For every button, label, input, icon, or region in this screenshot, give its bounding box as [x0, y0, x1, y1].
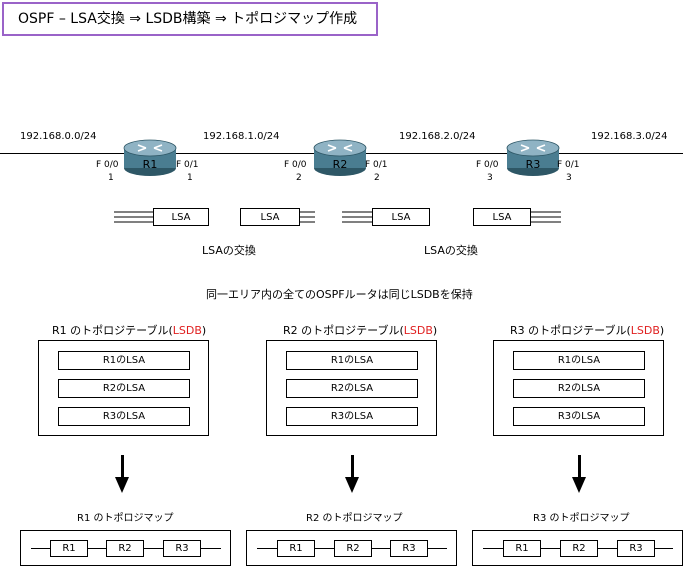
r3-left-port: F 0/0 [476, 160, 499, 170]
down-arrow-head-r3 [572, 477, 586, 493]
lsdb-entry: R1のLSA [513, 351, 645, 370]
network-label-1: 192.168.1.0/24 [203, 131, 280, 142]
lsa-packet-3: LSA [372, 208, 430, 226]
topology-table-r2: R1のLSA R2のLSA R3のLSA [266, 340, 437, 436]
r2-left-port: F 0/0 [284, 160, 307, 170]
lsa-exchange-caption-2: LSAの交換 [424, 244, 478, 257]
map-title-r2: R2 のトポロジマップ [306, 513, 403, 524]
lsa-exchange-lines-left [114, 211, 315, 223]
r3-right-port: F 0/1 [557, 160, 580, 170]
map-title-r1: R1 のトポロジマップ [77, 513, 174, 524]
down-arrow-icon-r2 [351, 455, 354, 477]
map-node-r1: R1 [50, 540, 88, 557]
router-label-r2: R2 [332, 158, 348, 171]
map-node-r2: R2 [560, 540, 598, 557]
map-node-r2: R2 [106, 540, 144, 557]
lsa-packet-4: LSA [473, 208, 531, 226]
lsdb-entry: R2のLSA [286, 379, 418, 398]
router-icon-r3 [506, 139, 560, 176]
network-label-2: 192.168.2.0/24 [399, 131, 476, 142]
lsa-exchange-caption-1: LSAの交換 [202, 244, 256, 257]
map-node-r3: R3 [390, 540, 428, 557]
lsa-packet-1: LSA [153, 208, 209, 226]
down-arrow-icon-r1 [121, 455, 124, 477]
r3-left-host: 3 [487, 173, 493, 183]
router-label-r1: R1 [142, 158, 158, 171]
r1-left-host: 1 [108, 173, 114, 183]
map-node-r2: R2 [334, 540, 372, 557]
map-title-r3: R3 のトポロジマップ [533, 513, 630, 524]
lsa-exchange-lines-right [342, 211, 561, 223]
router-icon-r2 [313, 139, 367, 176]
down-arrow-head-r1 [115, 477, 129, 493]
topology-map-r2: R1 R2 R3 [246, 530, 457, 566]
router-icon-r1 [123, 139, 177, 176]
r2-left-host: 2 [296, 173, 302, 183]
table-title-r2: R2 のトポロジテーブル(LSDB) [283, 324, 438, 337]
map-node-r3: R3 [617, 540, 655, 557]
map-node-r1: R1 [503, 540, 541, 557]
router-label-r3: R3 [525, 158, 541, 171]
diagram-title: OSPF – LSA交換 ⇒ LSDB構築 ⇒ トポロジマップ作成 [2, 2, 378, 36]
topology-table-r1: R1のLSA R2のLSA R3のLSA [38, 340, 209, 436]
r1-left-port: F 0/0 [96, 160, 119, 170]
down-arrow-head-r2 [345, 477, 359, 493]
network-label-3: 192.168.3.0/24 [591, 131, 668, 142]
lsa-packet-2: LSA [240, 208, 300, 226]
topology-table-r3: R1のLSA R2のLSA R3のLSA [493, 340, 664, 436]
lsdb-entry: R1のLSA [286, 351, 418, 370]
r3-right-host: 3 [566, 173, 572, 183]
r2-right-port: F 0/1 [365, 160, 388, 170]
r1-right-port: F 0/1 [176, 160, 199, 170]
lsdb-entry: R2のLSA [58, 379, 190, 398]
table-title-r3: R3 のトポロジテーブル(LSDB) [510, 324, 665, 337]
lsdb-entry: R3のLSA [58, 407, 190, 426]
network-label-0: 192.168.0.0/24 [20, 131, 97, 142]
map-node-r1: R1 [277, 540, 315, 557]
down-arrow-icon-r3 [578, 455, 581, 477]
lsdb-entry: R3のLSA [513, 407, 645, 426]
lsdb-entry: R3のLSA [286, 407, 418, 426]
table-title-r1: R1 のトポロジテーブル(LSDB) [52, 324, 207, 337]
lsdb-entry: R1のLSA [58, 351, 190, 370]
r2-right-host: 2 [374, 173, 380, 183]
lsdb-statement: 同一エリア内の全てのOSPFルータは同じLSDBを保持 [206, 288, 473, 301]
topology-map-r1: R1 R2 R3 [20, 530, 231, 566]
lsdb-entry: R2のLSA [513, 379, 645, 398]
map-node-r3: R3 [163, 540, 201, 557]
r1-right-host: 1 [187, 173, 193, 183]
topology-map-r3: R1 R2 R3 [472, 530, 683, 566]
